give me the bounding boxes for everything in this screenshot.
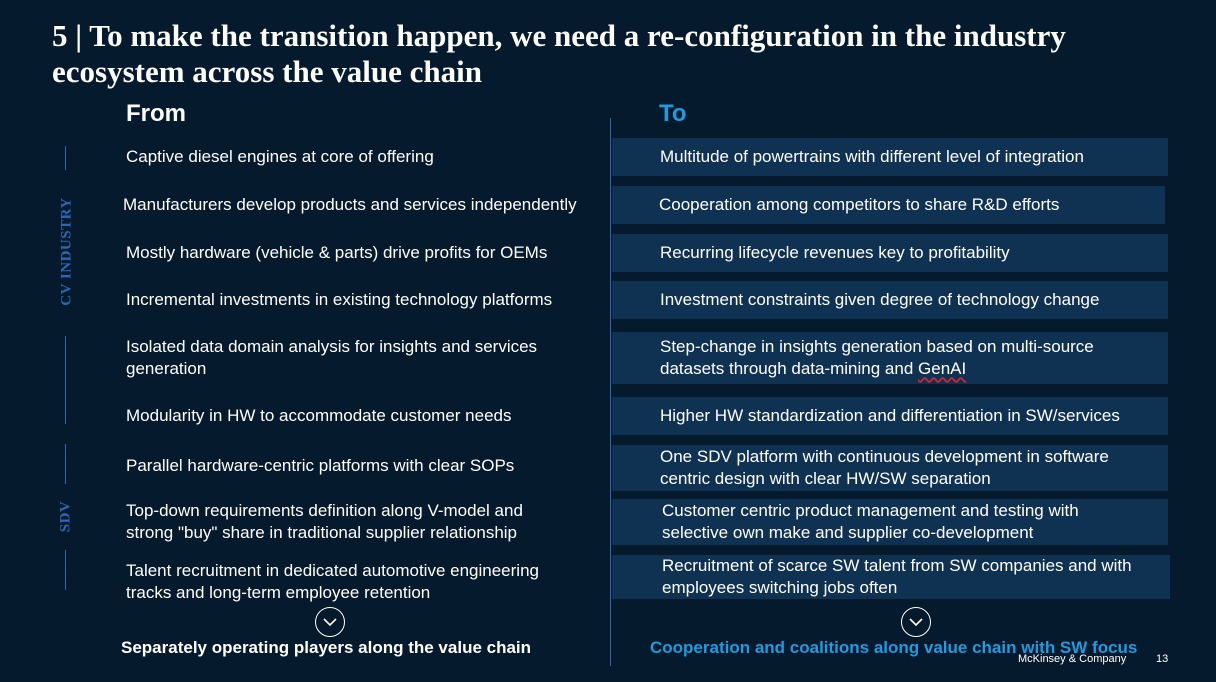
chevron-down-icon: [909, 618, 923, 627]
to-item-text: Customer centric product management and …: [662, 501, 1079, 542]
from-item: Incremental investments in existing tech…: [126, 290, 553, 309]
from-item: Modularity in HW to accommodate customer…: [126, 406, 512, 425]
to-item: Cooperation among competitors to share R…: [612, 186, 1165, 224]
from-item: Mostly hardware (vehicle & parts) drive …: [126, 243, 548, 262]
to-item: One SDV platform with continuous develop…: [612, 445, 1168, 491]
to-item-text-genai: GenAI: [918, 359, 967, 378]
group-line: [65, 336, 66, 424]
to-item: Higher HW standardization and differenti…: [612, 397, 1168, 435]
to-item-text: Step-change in insights generation based…: [660, 337, 1094, 378]
group-line: [65, 550, 66, 590]
from-item: Manufacturers develop products and servi…: [123, 195, 577, 214]
to-item: Investment constraints given degree of t…: [612, 281, 1168, 319]
chevron-down-circle-icon: [315, 607, 345, 637]
column-divider: [610, 118, 611, 666]
to-item-text: Recruitment of scarce SW talent from SW …: [662, 556, 1132, 597]
to-item: Step-change in insights generation based…: [612, 332, 1168, 384]
chevron-down-circle-icon: [901, 607, 931, 637]
from-item: Captive diesel engines at core of offeri…: [126, 147, 434, 166]
cv-industry-label: CV INDUSTRY: [58, 197, 75, 306]
to-item-text: One SDV platform with continuous develop…: [660, 447, 1109, 488]
to-item: Recurring lifecycle revenues key to prof…: [612, 234, 1168, 272]
group-line: [65, 444, 66, 484]
sdv-label: SDV: [57, 500, 74, 533]
to-item: Recruitment of scarce SW talent from SW …: [612, 555, 1170, 599]
to-item: Customer centric product management and …: [612, 499, 1168, 545]
from-item: Isolated data domain analysis for insigh…: [126, 337, 538, 378]
to-item: Multitude of powertrains with different …: [612, 138, 1168, 176]
slide-title: 5 | To make the transition happen, we ne…: [52, 18, 1066, 89]
from-item: Talent recruitment in dedicated automoti…: [126, 561, 539, 602]
chevron-down-icon: [323, 618, 337, 627]
footer-brand: McKinsey & Company: [1018, 653, 1127, 665]
group-line: [65, 146, 66, 170]
from-heading: From: [126, 100, 186, 127]
page-number: 13: [1156, 653, 1169, 665]
from-summary: Separately operating players along the v…: [121, 638, 532, 657]
from-item: Top-down requirements definition along V…: [126, 501, 523, 542]
from-item: Parallel hardware-centric platforms with…: [126, 456, 515, 475]
to-heading: To: [659, 100, 687, 127]
to-summary: Cooperation and coalitions along value c…: [650, 638, 1138, 657]
